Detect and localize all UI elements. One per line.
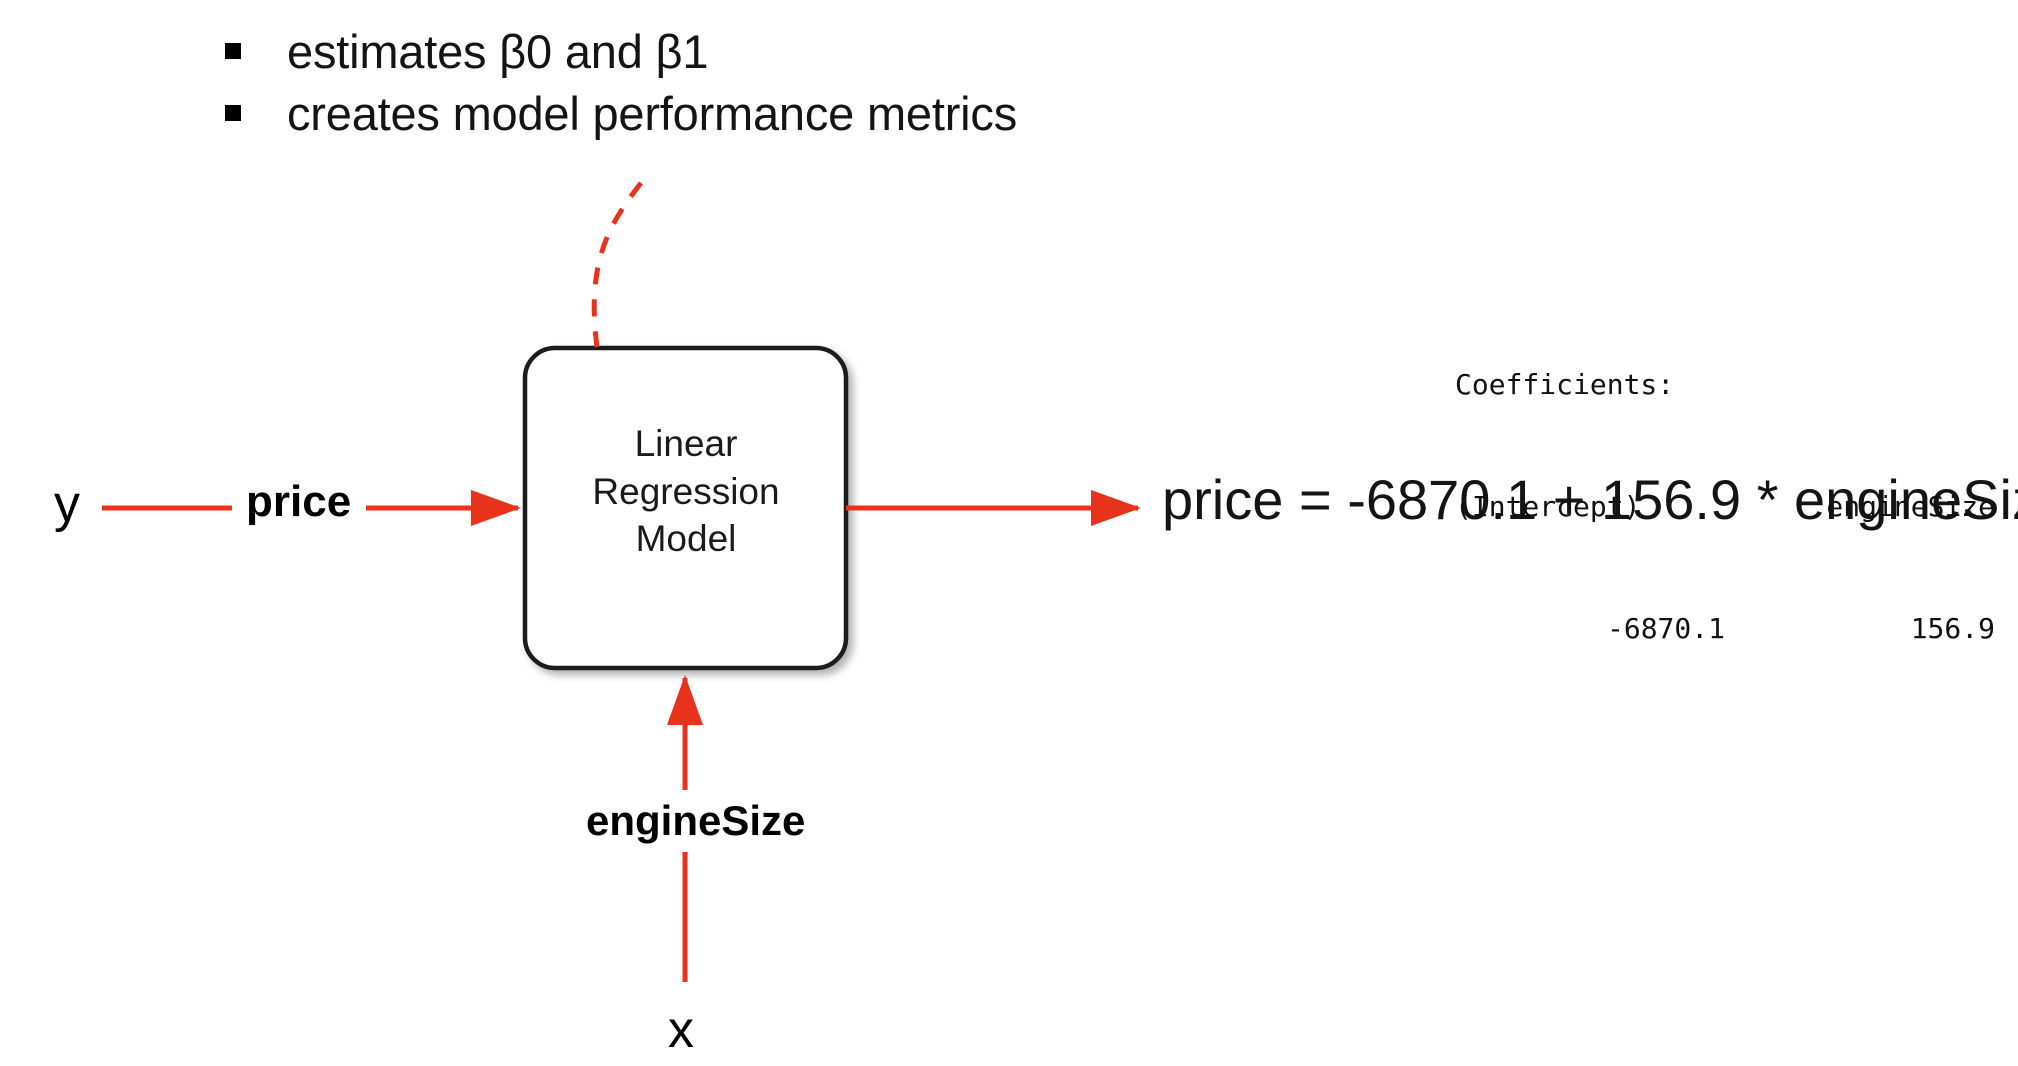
coefficients-value-enginesize: 156.9	[1910, 611, 1995, 645]
coefficients-value-intercept: -6870.1	[1606, 611, 1725, 645]
bullet-list: estimates β0 and β1 creates model perfor…	[225, 28, 1225, 152]
dashed-callout-curve	[591, 181, 643, 348]
coefficients-header-enginesize: engineSize	[1826, 489, 1995, 523]
output-equation: price = -6870.1 + 156.9 * engineSize	[1162, 468, 2018, 531]
predictor-variable-label: engineSize	[586, 797, 806, 844]
square-bullet-icon	[225, 43, 241, 59]
predictor-symbol-label: x	[668, 1001, 694, 1059]
bullet-text: creates model performance metrics	[287, 87, 1018, 140]
square-bullet-icon	[225, 105, 241, 121]
list-item: creates model performance metrics	[225, 90, 1225, 152]
coefficients-output: Coefficients: (Intercept) engineSize -687…	[1455, 284, 1995, 731]
model-box-label: Linear Regression Model	[525, 420, 847, 563]
coefficients-header-row: (Intercept) engineSize	[1455, 487, 1995, 528]
model-box-line-2: Regression	[592, 470, 780, 512]
list-item: estimates β0 and β1	[225, 28, 1225, 90]
model-box-line-1: Linear	[634, 423, 738, 464]
coefficients-value-row: -6870.1 156.9	[1455, 609, 1995, 650]
coefficients-title: Coefficients:	[1455, 368, 1675, 402]
coefficients-header-intercept: (Intercept)	[1455, 489, 1641, 523]
response-symbol-label: y	[54, 475, 80, 533]
bullet-text: estimates β0 and β1	[287, 25, 709, 78]
model-box-line-3: Model	[635, 518, 737, 560]
response-variable-label: price	[246, 477, 352, 526]
